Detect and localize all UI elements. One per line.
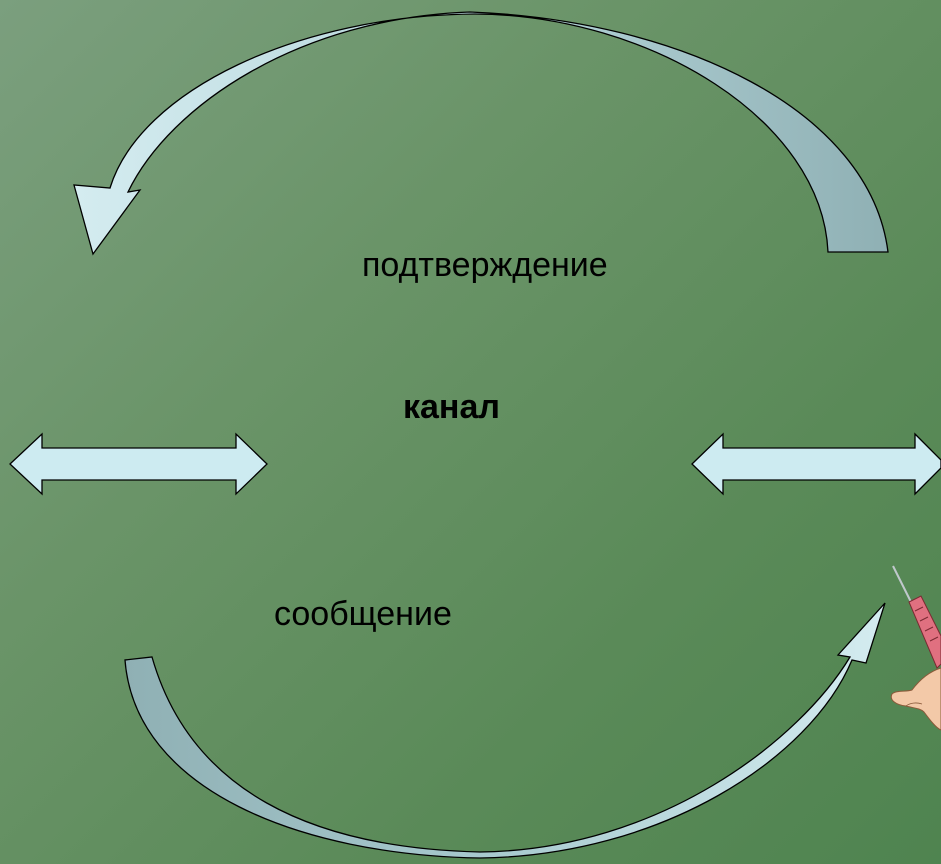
double-arrow-left bbox=[9, 432, 268, 496]
confirmation-label: подтверждение bbox=[362, 246, 608, 284]
double-arrow-right bbox=[691, 432, 941, 496]
message-label: сообщение bbox=[274, 595, 452, 633]
syringe-icon bbox=[892, 565, 941, 669]
channel-label: канал bbox=[403, 388, 500, 426]
curved-arrow-bottom bbox=[124, 602, 886, 859]
curved-arrow-top bbox=[73, 11, 889, 256]
hand-icon bbox=[890, 667, 941, 731]
